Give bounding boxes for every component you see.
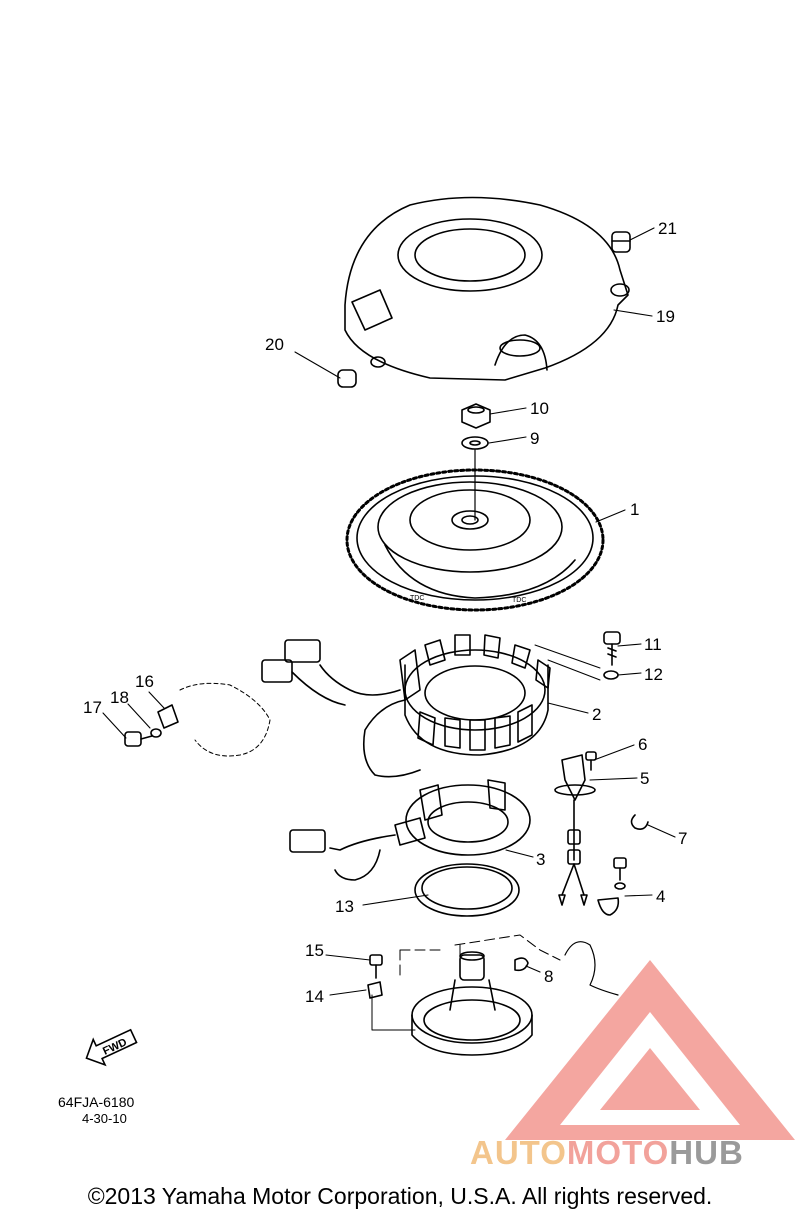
diagram-code: 64FJA-6180	[58, 1094, 135, 1110]
label-7: 7	[678, 829, 687, 848]
grommet-21	[611, 231, 631, 253]
label-9: 9	[530, 429, 539, 448]
screw-15	[369, 954, 383, 979]
bolt-17	[124, 731, 153, 747]
pulser-coil	[394, 779, 531, 856]
diagram-date: 4-30-10	[82, 1111, 127, 1126]
washer-12	[603, 670, 619, 680]
logo-word-hub: HUB	[669, 1134, 744, 1171]
key-8	[514, 957, 529, 972]
callout-labels: 1 2 3 4 5 6 7 8 9 10 11 12 13 14 15 16 1…	[83, 219, 687, 1006]
label-20: 20	[265, 335, 284, 354]
label-14: 14	[305, 987, 324, 1006]
flywheel	[345, 468, 605, 612]
logo-wordmark: AUTOMOTOHUB	[470, 1134, 744, 1172]
bracket-14	[367, 981, 383, 999]
logo-word-auto: AUTO	[470, 1134, 567, 1171]
grommet-20	[337, 369, 357, 388]
label-13: 13	[335, 897, 354, 916]
flywheel-mark-1: TDC	[410, 595, 424, 602]
label-17: 17	[83, 698, 102, 717]
washer-18	[150, 728, 162, 738]
screw-6	[585, 751, 597, 771]
leader-lines	[102, 227, 676, 996]
label-18: 18	[110, 688, 129, 707]
crankshaft-base	[371, 951, 533, 1056]
lighting-harness	[554, 754, 596, 906]
logo-triangle-icon	[505, 960, 795, 1140]
label-8: 8	[544, 967, 553, 986]
label-15: 15	[305, 941, 324, 960]
ring-13	[414, 863, 520, 917]
flywheel-cover	[344, 196, 630, 381]
label-21: 21	[658, 219, 677, 238]
bolt-11	[603, 631, 621, 666]
clamp-4	[597, 857, 627, 916]
stator	[399, 634, 551, 756]
flywheel-mark-2: TDC	[512, 597, 526, 604]
copyright-text: ©2013 Yamaha Motor Corporation, U.S.A. A…	[87, 1183, 713, 1209]
fwd-label: FWD	[101, 1036, 129, 1057]
label-1: 1	[630, 500, 639, 519]
label-11: 11	[644, 635, 662, 654]
pulser-wiring	[289, 829, 396, 881]
label-3: 3	[536, 850, 545, 869]
label-6: 6	[638, 735, 647, 754]
nut-10	[461, 403, 491, 429]
washer-9	[461, 436, 489, 450]
stator-wiring	[261, 639, 421, 778]
label-10: 10	[530, 399, 549, 418]
label-12: 12	[644, 665, 663, 684]
label-2: 2	[592, 705, 601, 724]
fwd-arrow-icon: FWD	[85, 1028, 138, 1067]
clip-7	[630, 814, 649, 830]
logo-word-moto: MOTO	[566, 1134, 670, 1171]
label-16: 16	[135, 672, 154, 691]
label-5: 5	[640, 769, 649, 788]
label-19: 19	[656, 307, 675, 326]
bracket-16	[157, 704, 179, 729]
label-4: 4	[656, 887, 665, 906]
